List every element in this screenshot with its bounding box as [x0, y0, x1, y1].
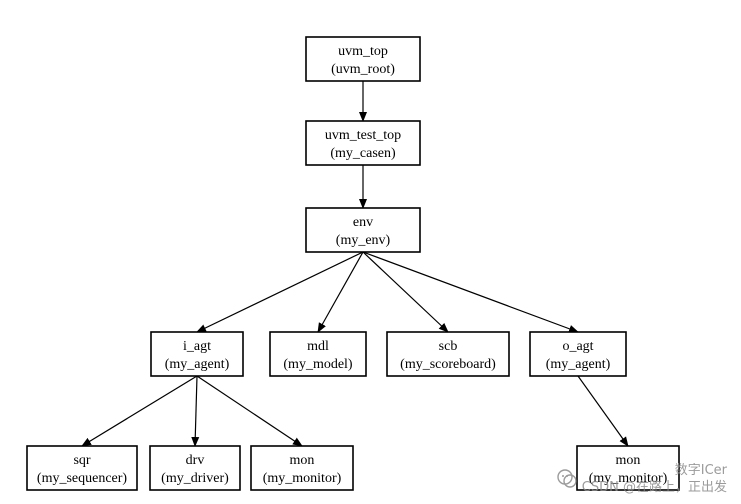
node-box-mon_i [250, 445, 354, 491]
node-box-uvm_test_top [305, 120, 421, 166]
node-type-scb: (my_scoreboard) [400, 357, 496, 372]
edge-i_agt-to-mon_i [196, 375, 303, 447]
node-type-i_agt: (my_agent) [165, 357, 230, 372]
node-i_agt: i_agt (my_agent) [150, 331, 244, 377]
node-sqr: sqr (my_sequencer) [26, 445, 138, 491]
edge-env-to-mdl [317, 251, 364, 333]
node-box-drv [149, 445, 241, 491]
edge-env-to-i_agt [196, 251, 364, 333]
node-box-scb [386, 331, 510, 377]
node-mon_i: mon (my_monitor) [250, 445, 354, 491]
node-type-o_agt: (my_agent) [546, 357, 611, 372]
node-box-uvm_top [305, 36, 421, 82]
node-env: env (my_env) [305, 207, 421, 253]
wechat-icon [557, 469, 577, 488]
node-name-sqr: sqr [73, 453, 90, 468]
node-type-sqr: (my_sequencer) [37, 471, 128, 486]
node-box-mdl [269, 331, 367, 377]
watermark: 数字ICer CSDN @在路上，正出发 [556, 462, 727, 496]
node-name-mon_o: mon [616, 453, 641, 468]
node-name-uvm_test_top: uvm_test_top [325, 128, 401, 143]
node-drv: drv (my_driver) [149, 445, 241, 491]
node-type-mdl: (my_model) [283, 357, 353, 372]
node-name-o_agt: o_agt [562, 339, 593, 354]
node-box-i_agt [150, 331, 244, 377]
node-scb: scb (my_scoreboard) [386, 331, 510, 377]
edge-i_agt-to-drv [191, 375, 200, 447]
watermark-text: 数字ICer CSDN @在路上，正出发 [582, 462, 727, 496]
node-box-env [305, 207, 421, 253]
edges-layer [81, 81, 629, 447]
node-type-uvm_top: (uvm_root) [331, 62, 395, 77]
node-box-o_agt [529, 331, 627, 377]
node-name-mdl: mdl [307, 339, 329, 354]
edge-o_agt-to-mon_o [577, 375, 629, 447]
node-type-mon_i: (my_monitor) [263, 471, 342, 486]
node-name-env: env [353, 215, 373, 230]
node-mdl: mdl (my_model) [269, 331, 367, 377]
node-type-env: (my_env) [336, 233, 391, 248]
node-name-i_agt: i_agt [183, 339, 211, 354]
node-uvm_test_top: uvm_test_top (my_casen) [305, 120, 421, 166]
node-name-mon_i: mon [290, 453, 315, 468]
edge-env-to-o_agt [362, 251, 579, 333]
watermark-line-1: 数字ICer [674, 463, 727, 478]
node-box-mon_o [576, 445, 680, 491]
node-o_agt: o_agt (my_agent) [529, 331, 627, 377]
node-type-drv: (my_driver) [161, 471, 229, 486]
node-mon_o: mon (my_monitor) [576, 445, 680, 491]
node-name-uvm_top: uvm_top [338, 44, 388, 59]
node-type-mon_o: (my_monitor) [589, 471, 668, 486]
edge-i_agt-to-sqr [81, 375, 198, 447]
node-name-scb: scb [439, 339, 458, 354]
node-type-uvm_test_top: (my_casen) [330, 146, 396, 161]
node-box-sqr [26, 445, 138, 491]
node-name-drv: drv [186, 453, 205, 468]
watermark-line-2: CSDN @在路上，正出发 [581, 480, 727, 495]
edge-env-to-scb [362, 251, 449, 333]
node-uvm_top: uvm_top (uvm_root) [305, 36, 421, 82]
nodes-layer: uvm_top (uvm_root) uvm_test_top (my_casen)e… [26, 36, 680, 491]
